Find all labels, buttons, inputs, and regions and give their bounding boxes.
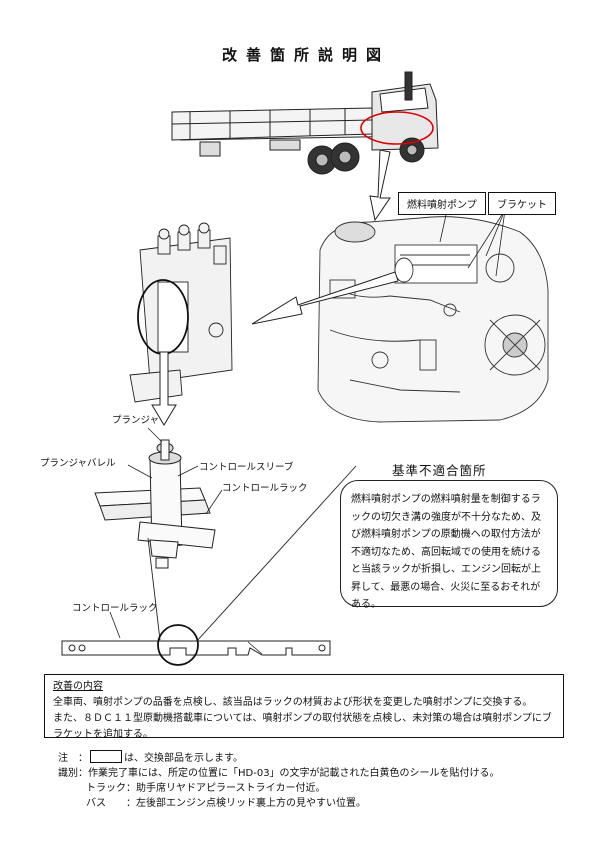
arrow-engine-to-pump <box>251 271 399 325</box>
control-sleeve-label: コントロールスリーブ <box>199 462 294 473</box>
truck-illustration <box>171 71 439 175</box>
plunger-barrel-label: プランジャバレル <box>40 458 116 469</box>
improvement-heading: 改善の内容 <box>53 681 103 692</box>
defect-description: 燃料噴射ポンプの燃料噴射量を制御するラックの切欠き溝の強度が不十分なため、及び燃… <box>351 494 541 610</box>
truck-location-note: トラック：助手席リヤドアピラーストライカー付近。 <box>86 783 326 794</box>
arrow-truck-to-engine <box>369 149 391 222</box>
bus-location-note: バス ：左後部エンジン点検リッド裏上方の見やすい位置。 <box>86 798 366 809</box>
highlight-ellipse-truck <box>360 111 434 145</box>
improvement-line-1: 全車両、噴射ポンプの品番を点検し、該当品はラックの材質および形状を変更した噴射ポ… <box>53 697 533 708</box>
control-rack-illustration <box>61 640 331 656</box>
arrow-pump-to-plunger <box>151 351 177 426</box>
defect-title: 基準不適合箇所 <box>392 463 487 478</box>
plunger-label: プランジャ <box>112 415 160 426</box>
engine-illustration <box>317 216 549 423</box>
page-title: 改善箇所説明図 <box>221 46 390 64</box>
control-rack-bottom-label: コントロールラック <box>72 603 158 614</box>
fuel-pump-illustration <box>129 222 233 403</box>
notes: 注 ： は、交換部品を示します。 識別：作業完了車には、所定の位置に「HD-03」… <box>58 750 500 811</box>
fuel-pump-label: 燃料噴射ポンプ <box>398 192 486 215</box>
replacement-part-swatch <box>90 750 122 763</box>
plunger-assembly <box>94 439 216 569</box>
improvement-box: 改善の内容 全車両、噴射ポンプの品番を点検し、該当品はラックの材質および形状を変… <box>44 674 564 740</box>
defect-description-box: 燃料噴射ポンプの燃料噴射量を制御するラックの切欠き溝の強度が不十分なため、及び燃… <box>340 480 558 610</box>
control-rack-label: コントロールラック <box>222 483 308 494</box>
note-row: 注 ： は、交換部品を示します。 <box>58 750 500 766</box>
note-suffix: は、交換部品を示します。 <box>124 753 243 764</box>
identification-note: 識別：作業完了車には、所定の位置に「HD-03」の文字が記載された白黄色のシール… <box>58 768 500 779</box>
note-prefix: 注 ： <box>58 753 88 764</box>
improvement-line-2: また、８ＤＣ１１型原動機搭載車については、噴射ポンプの取付状態を点検し、未対策の… <box>53 713 552 740</box>
bracket-label: ブラケット <box>488 192 556 215</box>
highlight-circle-rack <box>157 624 199 666</box>
